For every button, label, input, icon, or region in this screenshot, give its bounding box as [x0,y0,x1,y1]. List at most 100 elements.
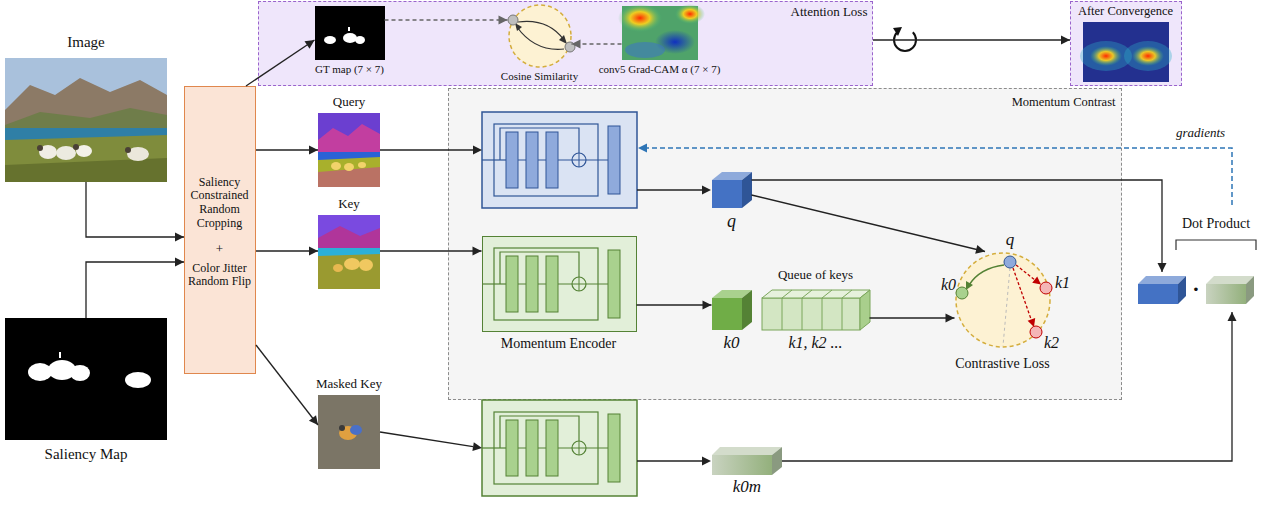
text-label: conv5 Grad-CAM α (7 × 7) [580,63,740,76]
text-label: Cosine Similarity [480,70,600,83]
text-holder: Attention Loss [760,5,868,20]
arrow-head [1158,263,1167,272]
connector-line [86,262,184,318]
text-label: + [186,242,254,257]
text-holder: Momentum Encoder [481,336,636,352]
input-photo [5,58,167,182]
connector [86,258,184,319]
text-holder: Saliency Constrained Random Cropping [186,176,254,231]
dot-product-vectors [1138,276,1254,304]
k0-vector-shape [712,290,752,330]
text-label: Saliency Constrained Random Cropping [186,176,254,231]
text-holder: k1, k2 ... [762,334,870,352]
text-holder: Color Jitter Random Flip [186,262,254,290]
text-label: k2 [1044,334,1068,352]
cycle-symbol [893,27,916,51]
arrow-head [309,415,318,425]
text-holder: Masked Key [299,377,399,392]
text-label: Momentum Encoder [481,336,636,352]
masked-key-picture [318,395,380,469]
text-label: k0 [712,333,752,353]
text-label: Queue of keys [751,268,881,283]
text-holder: Saliency Map [5,446,167,463]
text-label: k0 [928,276,956,294]
connector-line [870,317,955,318]
text-holder: k0m [712,477,782,497]
text-label: Attention Loss [760,5,868,20]
text-holder: Query [299,95,399,110]
text-holder: Cosine Similarity [480,70,600,83]
circle-outline [508,4,572,68]
text-holder: Queue of keys [751,268,881,283]
gt-picture [315,6,385,60]
text-label: Dot Product [1164,216,1268,232]
arrow-head [175,233,184,242]
text-holder: q [712,211,752,232]
connector-line [637,304,712,305]
text-label: Key [299,197,399,212]
text-label: · [1188,276,1204,301]
text-label: Saliency Map [5,446,167,463]
text-holder: After Convergence [1070,4,1182,18]
connector [873,36,1070,45]
connector-line [86,182,184,237]
text-holder: k2 [1044,334,1068,352]
text-label: Masked Key [299,377,399,392]
text-label: Contrastive Loss [928,356,1078,372]
text-label: q [1000,230,1020,250]
text-label: k0m [712,477,782,497]
connector [86,182,184,242]
saliency-picture [5,318,167,440]
k0m-vector-shape [712,447,782,475]
connector [256,345,318,425]
text-holder: k0 [712,333,752,353]
gradcam-picture [618,4,705,60]
text-label: Image [5,34,167,51]
text-label: Query [299,95,399,110]
dot-product-bracket [1176,240,1256,250]
text-holder: conv5 Grad-CAM α (7 × 7) [580,63,740,76]
augmentation-box: Saliency Constrained Random Cropping + Col… [184,86,256,374]
text-holder: Momentum Contrast [960,95,1116,109]
query-picture [318,113,380,187]
text-holder: · [1188,276,1204,301]
text-label: Momentum Contrast [960,95,1116,109]
text-label: gradients [1176,126,1246,141]
connector-line [256,250,318,251]
connector [256,146,318,155]
text-label: Color Jitter Random Flip [186,262,254,290]
text-holder: Dot Product [1164,216,1268,232]
text-holder: k0 [928,276,956,294]
queue-shape [762,290,870,330]
cosine-similarity-circle: Cosine Similarity [508,4,572,68]
connector-line [256,345,318,425]
text-label: k1 [1055,274,1079,292]
text-label: GT map (7 × 7) [290,63,410,76]
text-holder: Contrastive Loss [928,356,1078,372]
text-label: After Convergence [1070,4,1182,18]
text-label: k1, k2 ... [762,334,870,352]
text-label: q [712,211,752,232]
key-picture [318,215,380,289]
text-holder: k1 [1055,274,1079,292]
arrow-head [309,146,318,155]
connector-line [380,250,482,251]
connector [256,247,318,256]
arrow-head [309,247,318,256]
text-holder: + [186,242,254,257]
text-holder: GT map (7 × 7) [290,63,410,76]
query-encoder [482,112,637,208]
connector-line [873,39,1070,40]
text-holder: Image [5,34,167,51]
q-vector-shape [712,172,752,208]
converged-heatmap [1080,22,1172,82]
connector-line [256,149,318,150]
masked-encoder [482,400,637,496]
text-holder: gradients [1176,126,1246,141]
arrow-head [1228,312,1237,321]
arrow-head [175,258,184,267]
text-holder: Key [299,197,399,212]
